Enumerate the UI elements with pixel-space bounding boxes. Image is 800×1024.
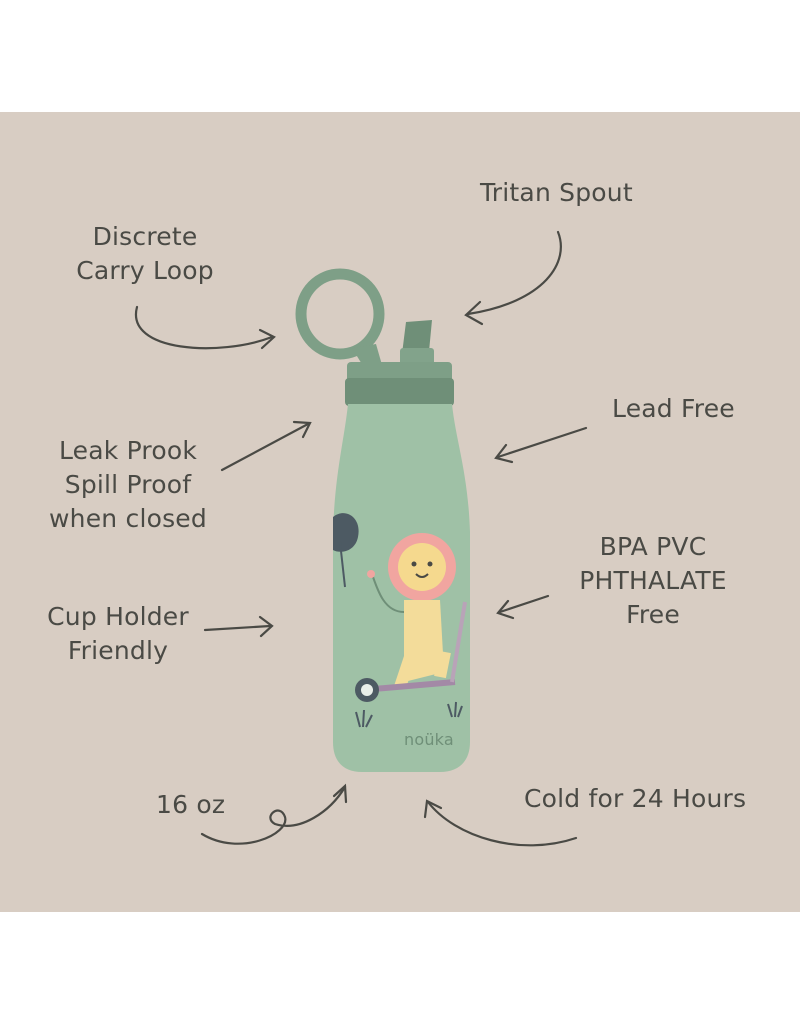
product-feature-panel: noüka Tritan Spout Discrete Carry Loop L… [0, 112, 800, 912]
arrow-tritan-spout [464, 230, 562, 326]
label-leak-proof: Leak Prook Spill Proof when closed [49, 436, 207, 533]
tree-graphic [333, 513, 359, 588]
label-carry-loop: Discrete Carry Loop [76, 222, 214, 285]
lid [345, 362, 454, 406]
skateboard-graphic [355, 601, 467, 702]
brand-logo: noüka [404, 730, 454, 749]
label-cold: Cold for 24 Hours [524, 784, 747, 813]
arrow-capacity [200, 783, 348, 845]
lion-graphic [367, 533, 456, 689]
label-lead-free: Lead Free [612, 394, 735, 423]
bottle-illustration [134, 230, 588, 847]
label-bpa-free: BPA PVC PHTHALATE Free [579, 532, 727, 629]
grass-graphic [355, 701, 463, 728]
carry-loop [295, 268, 385, 374]
arrow-cup-holder [203, 615, 274, 638]
arrow-lead-free [494, 426, 588, 464]
arrow-carry-loop [134, 305, 276, 350]
arrow-bpa-free [496, 594, 550, 620]
arrow-cold [423, 799, 578, 847]
annotation-arrows [134, 230, 588, 847]
arrow-leak-proof [220, 420, 312, 472]
label-capacity: 16 oz [156, 790, 226, 819]
label-cup-holder: Cup Holder Friendly [47, 602, 189, 665]
label-tritan-spout: Tritan Spout [480, 178, 633, 207]
